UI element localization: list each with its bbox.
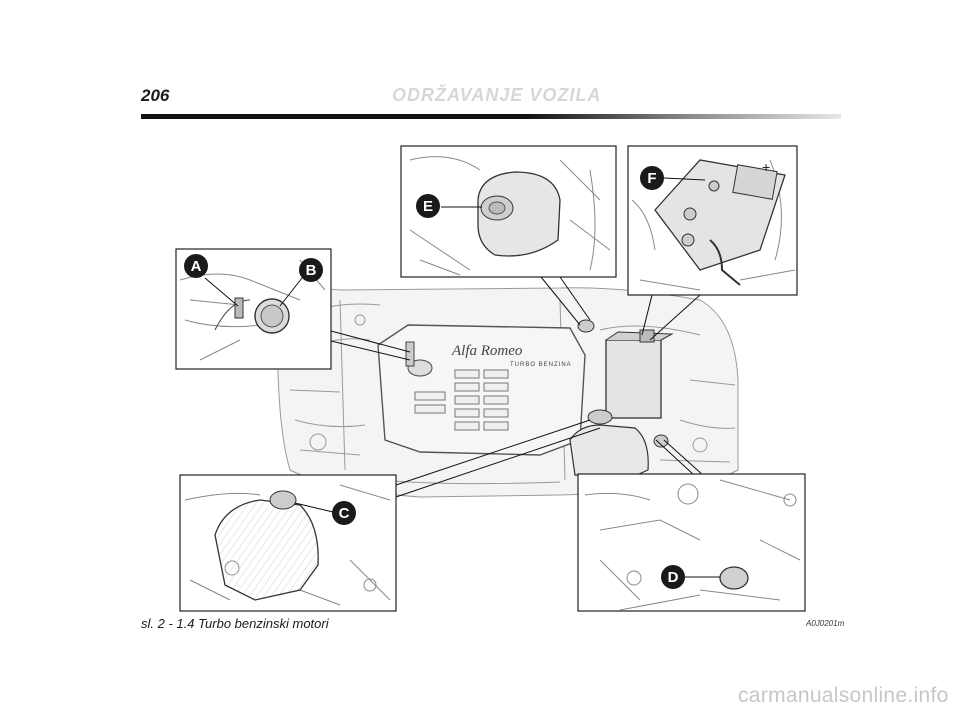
engine-cover: Alfa Romeo TURBO BENZINA	[377, 324, 586, 456]
battery-plus-sign: +	[762, 159, 770, 175]
callout-c-letter: C	[339, 505, 350, 522]
callout-e: E	[416, 194, 440, 218]
section-title: ODRŽAVANJE VOZILA	[392, 85, 602, 105]
callout-d-letter: D	[668, 569, 679, 586]
callout-a: A	[184, 254, 208, 278]
watermark: carmanualsonline.info	[738, 684, 949, 707]
page-number: 206	[141, 86, 170, 105]
inset-battery: +	[627, 145, 798, 296]
battery	[605, 329, 674, 419]
engine-cover-logo: Alfa Romeo	[451, 343, 523, 359]
header-rule	[141, 114, 841, 119]
washer-fluid-cap	[653, 434, 669, 448]
inset-coolant	[179, 474, 397, 612]
callout-a-letter: A	[191, 258, 202, 275]
figure-code: A0J0201m	[806, 619, 845, 628]
callout-b-letter: B	[306, 262, 317, 279]
callout-f-letter: F	[647, 170, 656, 187]
engine-cover-text: TURBO BENZINA	[510, 362, 572, 368]
callout-e-letter: E	[423, 198, 433, 215]
callout-f: F	[640, 166, 664, 190]
inset-washer-fluid	[577, 473, 806, 612]
brake-fluid-cap	[577, 319, 595, 333]
coolant-reservoir	[569, 409, 649, 479]
figure-caption: sl. 2 - 1.4 Turbo benzinski motori	[141, 616, 329, 631]
oil-filler-cap	[405, 341, 433, 377]
callout-d: D	[661, 565, 685, 589]
callout-b: B	[299, 258, 323, 282]
inset-brake-fluid	[400, 145, 617, 278]
leader-lines	[330, 276, 705, 498]
callout-c: C	[332, 501, 356, 525]
